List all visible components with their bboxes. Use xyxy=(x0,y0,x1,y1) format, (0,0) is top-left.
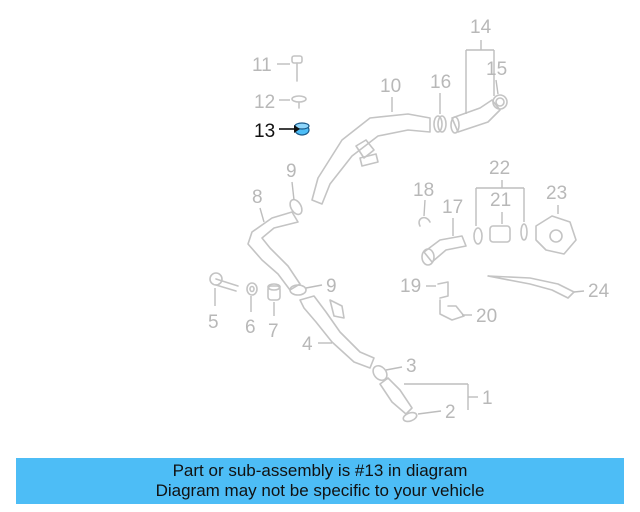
callout-3: 3 xyxy=(406,356,417,377)
callout-4: 4 xyxy=(302,334,313,355)
part-14-hose xyxy=(450,99,501,134)
part-19-bracket xyxy=(437,281,449,299)
part-10-pipe xyxy=(311,113,431,205)
callout-6: 6 xyxy=(245,317,256,338)
callout-18: 18 xyxy=(413,180,434,201)
callout-10: 10 xyxy=(380,76,401,97)
callout-7: 7 xyxy=(268,321,279,342)
callout-13: 13 xyxy=(254,121,275,142)
part-13-grommet xyxy=(294,122,310,136)
callout-11: 11 xyxy=(252,55,272,76)
part-6-washer xyxy=(246,282,258,296)
callout-12: 12 xyxy=(254,92,275,113)
part-11-bolt xyxy=(291,55,303,82)
banner-line-2: Diagram may not be specific to your vehi… xyxy=(155,481,485,500)
part-4-pipe xyxy=(299,295,375,369)
callout-15: 15 xyxy=(486,59,507,80)
part-15-oring xyxy=(492,94,508,110)
part-21-hose xyxy=(473,223,528,245)
part-9-clamp-lower xyxy=(289,284,307,296)
callout-9: 9 xyxy=(326,276,337,297)
leader-lines xyxy=(214,40,585,415)
banner-line-1: Part or sub-assembly is #13 in diagram xyxy=(172,461,468,480)
part-23-housing xyxy=(535,215,577,255)
part-5-bolt xyxy=(209,272,239,292)
part-7-sleeve xyxy=(267,283,281,301)
callout-16: 16 xyxy=(430,72,451,93)
callout-24: 24 xyxy=(588,281,610,302)
callout-20: 20 xyxy=(476,306,497,327)
part-8-hose xyxy=(247,211,301,291)
callout-23: 23 xyxy=(546,183,567,204)
part-12-clip xyxy=(291,95,307,109)
info-banner: Part or sub-assembly is #13 in diagram D… xyxy=(16,458,624,504)
callout-14: 14 xyxy=(470,17,492,38)
callout-17: 17 xyxy=(442,197,463,218)
callout-1: 1 xyxy=(482,388,493,409)
part-24-line xyxy=(487,275,575,299)
part-17-hose xyxy=(421,235,467,266)
part-2-clamp xyxy=(402,411,418,423)
part-drawings xyxy=(209,55,577,423)
callout-19: 19 xyxy=(400,276,421,297)
part-3-clamp xyxy=(372,364,388,382)
part-18-clamp xyxy=(418,216,431,227)
part-20-bracket xyxy=(439,299,465,321)
part-1-hose xyxy=(379,377,413,415)
callout-2: 2 xyxy=(445,402,456,423)
part-9-clamp-upper xyxy=(289,198,303,216)
callout-8: 8 xyxy=(252,187,263,208)
callout-5: 5 xyxy=(208,312,219,333)
part-16-clamp xyxy=(433,115,447,133)
callout-22: 22 xyxy=(489,158,510,179)
callout-9: 9 xyxy=(286,161,297,182)
callout-21: 21 xyxy=(490,190,511,211)
